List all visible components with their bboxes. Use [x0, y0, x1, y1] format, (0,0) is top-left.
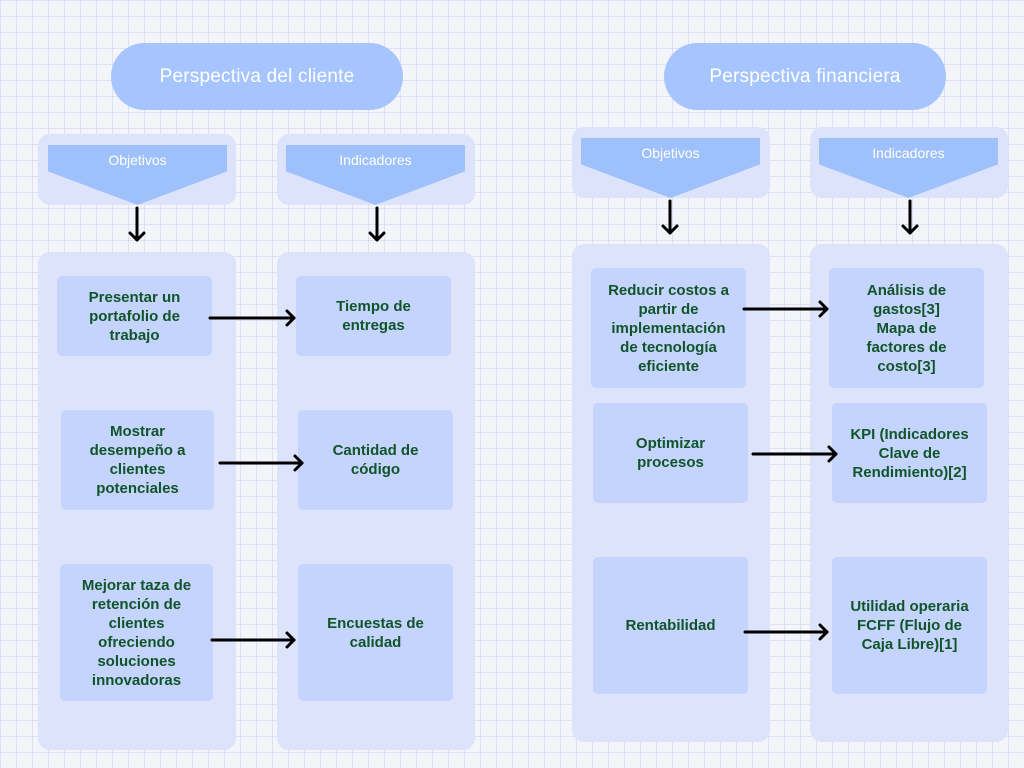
left-objetivo-2: Mostrar desempeño a clientes potenciales	[61, 410, 214, 510]
left-row-2-arrow	[218, 454, 304, 472]
left-objetivo-1: Presentar un portafolio de trabajo	[57, 276, 212, 356]
right-indicador-1: Análisis de gastos[3] Mapa de factores d…	[829, 268, 984, 388]
left-section-title: Perspectiva del cliente	[111, 43, 403, 110]
left-indicador-3: Encuestas de calidad	[298, 564, 453, 701]
right-indicador-3: Utilidad operaria FCFF (Flujo de Caja Li…	[832, 557, 987, 694]
right-objetivos-down-arrow	[661, 199, 679, 235]
left-row-3-arrow	[210, 631, 296, 649]
left-indicador-2: Cantidad de código	[298, 410, 453, 510]
left-objetivos-label: Objetivos	[108, 152, 167, 168]
right-indicadores-down-arrow	[901, 199, 919, 235]
left-indicadores-down-arrow	[368, 206, 386, 242]
right-objetivo-2: Optimizar procesos	[593, 403, 748, 503]
right-row-3-arrow	[743, 623, 829, 641]
right-indicadores-label: Indicadores	[872, 145, 945, 161]
right-row-1-arrow	[742, 300, 829, 318]
left-indicadores-label: Indicadores	[339, 152, 412, 168]
left-row-1-arrow	[208, 309, 296, 327]
left-objetivos-down-arrow	[128, 206, 146, 242]
right-section-title: Perspectiva financiera	[664, 43, 946, 110]
left-indicador-1: Tiempo de entregas	[296, 276, 451, 356]
right-indicador-2: KPI (Indicadores Clave de Rendimiento)[2…	[832, 403, 987, 503]
right-objetivos-label: Objetivos	[641, 145, 700, 161]
right-row-2-arrow	[751, 445, 838, 463]
left-objetivo-3: Mejorar taza de retención de clientes of…	[60, 564, 213, 701]
right-objetivo-1: Reducir costos a partir de implementació…	[591, 268, 746, 388]
right-objetivo-3: Rentabilidad	[593, 557, 748, 694]
